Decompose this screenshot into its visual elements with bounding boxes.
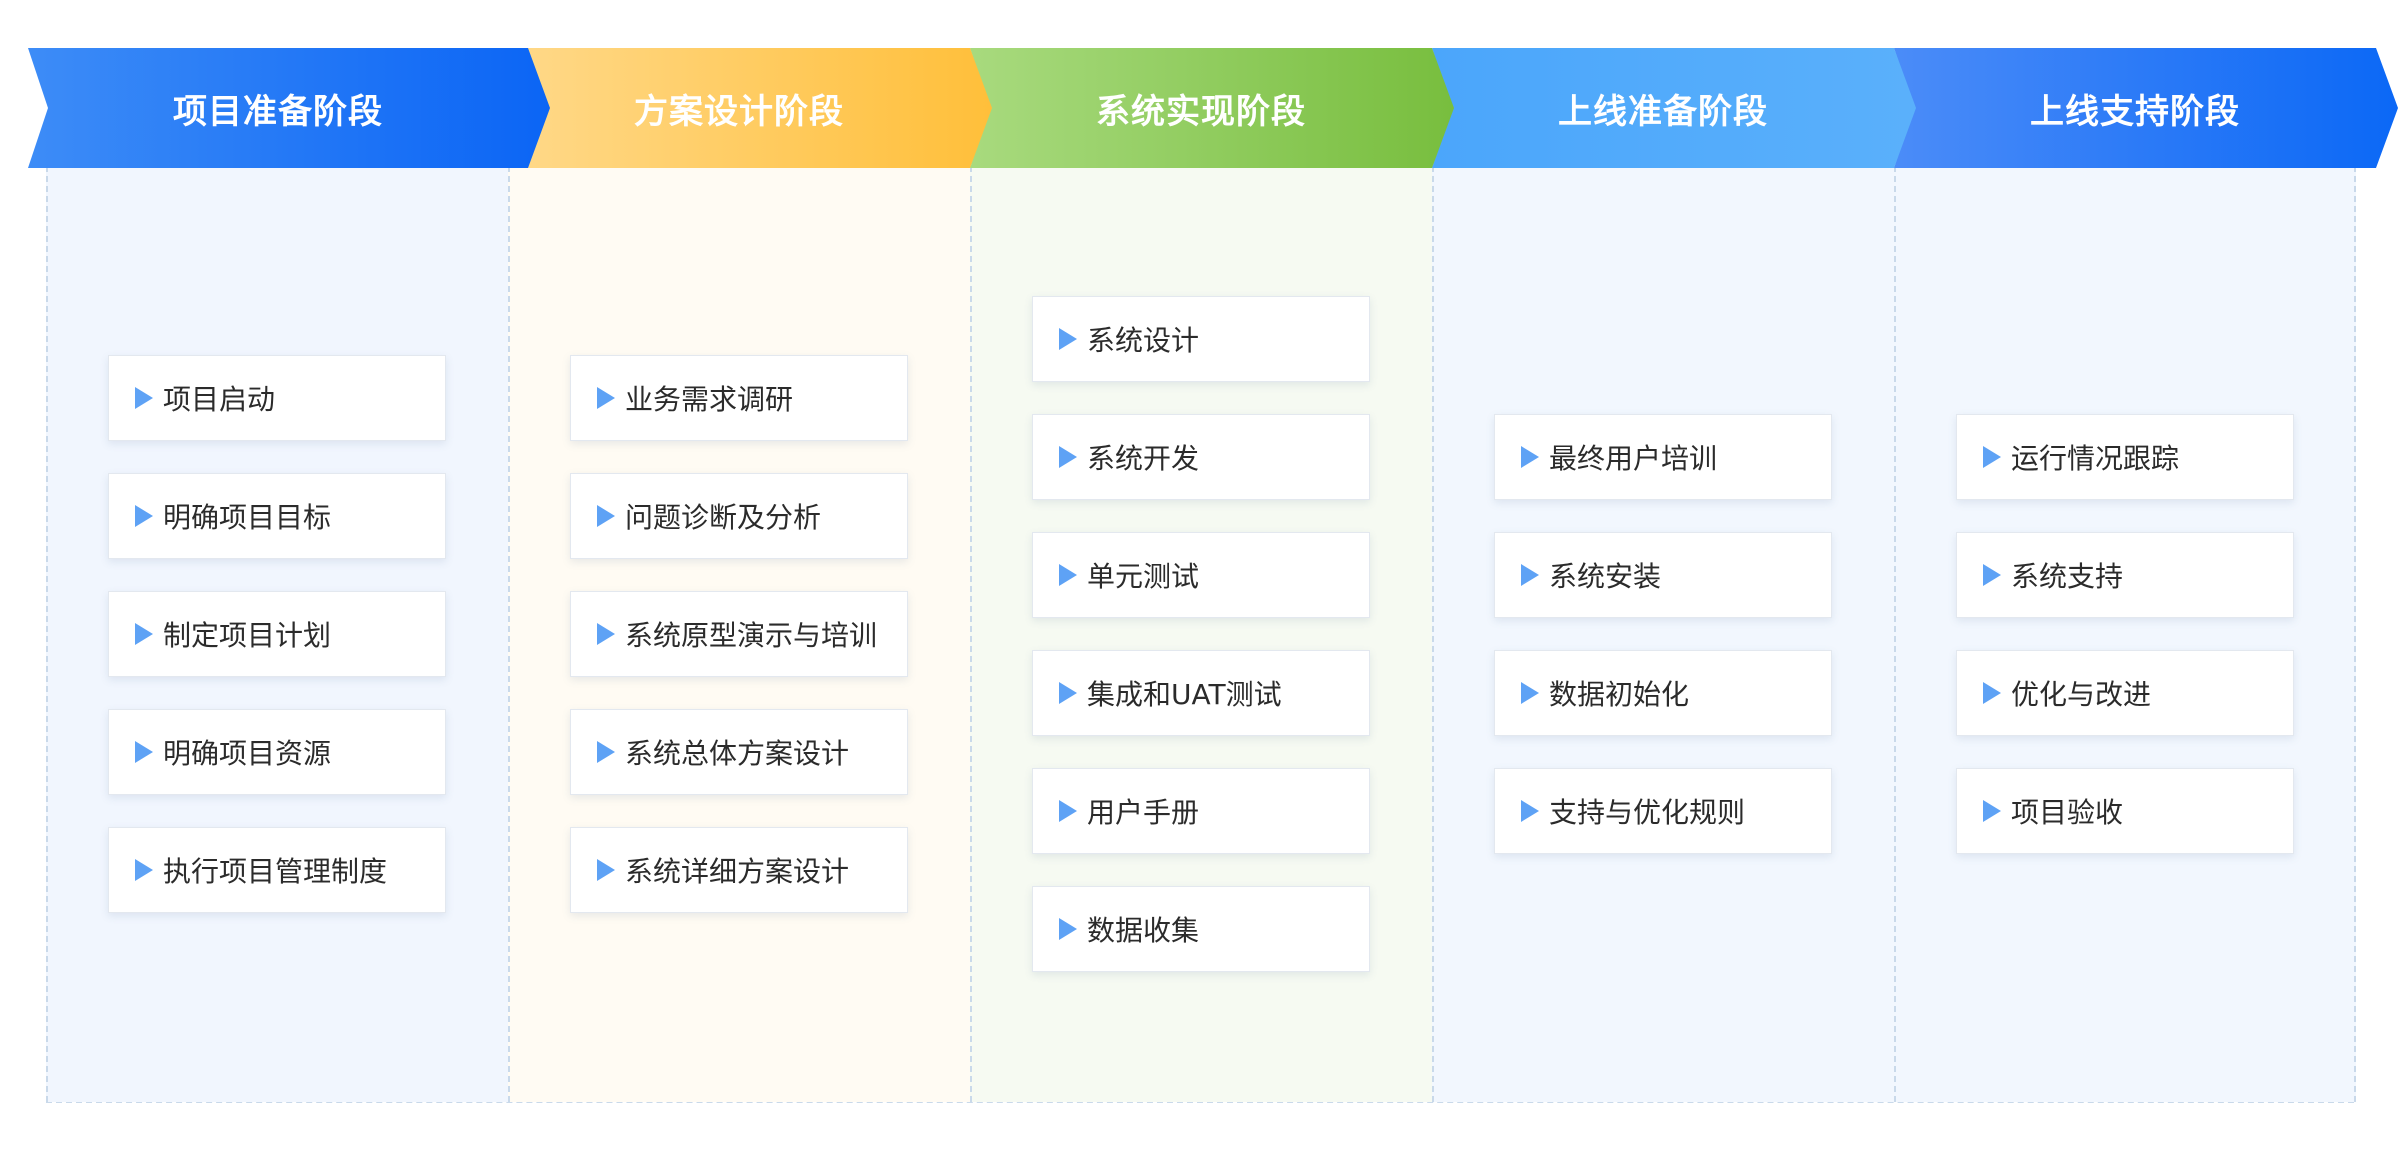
stage-item-label: 项目启动: [163, 383, 276, 416]
triangle-right-icon: [597, 387, 615, 409]
triangle-right-icon: [1983, 682, 2001, 704]
stage-item-label: 集成和UAT测试: [1087, 678, 1282, 711]
stage-item-label: 项目验收: [2011, 796, 2124, 829]
triangle-right-icon: [1059, 328, 1077, 350]
triangle-right-icon: [1521, 446, 1539, 468]
stage-item-label: 系统原型演示与培训: [625, 619, 878, 652]
stage-item-card: 执行项目管理制度: [108, 827, 446, 913]
stage-header: 项目准备阶段: [28, 48, 550, 168]
stage-item-card: 系统详细方案设计: [570, 827, 908, 913]
stage-item-card: 优化与改进: [1956, 650, 2294, 736]
stage-chevron-shape: [508, 48, 992, 168]
stage-item-card: 制定项目计划: [108, 591, 446, 677]
stage-title: 系统实现阶段: [1096, 91, 1306, 132]
stage-item-card: 系统原型演示与培训: [570, 591, 908, 677]
stage-item-label: 数据收集: [1087, 914, 1200, 947]
stage-column: [1432, 166, 1894, 1102]
stage-item-label: 优化与改进: [2011, 678, 2152, 711]
triangle-right-icon: [135, 859, 153, 881]
stage-item-card: 集成和UAT测试: [1032, 650, 1370, 736]
stage-item-card: 项目验收: [1956, 768, 2294, 854]
triangle-right-icon: [597, 505, 615, 527]
triangle-right-icon: [1521, 800, 1539, 822]
stage-item-card: 系统开发: [1032, 414, 1370, 500]
stage-item-label: 支持与优化规则: [1549, 796, 1746, 829]
triangle-right-icon: [135, 623, 153, 645]
stage-header: 上线准备阶段: [1432, 48, 1916, 168]
triangle-right-icon: [1521, 682, 1539, 704]
stage-title: 上线支持阶段: [2030, 91, 2240, 132]
stage-item-label: 系统开发: [1087, 442, 1200, 475]
stage-item-card: 业务需求调研: [570, 355, 908, 441]
stage-item-label: 制定项目计划: [163, 619, 332, 652]
stage-item-label: 数据初始化: [1549, 678, 1690, 711]
stage-item-label: 单元测试: [1087, 560, 1200, 593]
stage-item-card: 运行情况跟踪: [1956, 414, 2294, 500]
stage-header: 上线支持阶段: [1894, 48, 2398, 168]
stage-item-card: 系统设计: [1032, 296, 1370, 382]
stage-item-label: 系统安装: [1549, 560, 1662, 593]
triangle-right-icon: [1059, 800, 1077, 822]
triangle-right-icon: [597, 859, 615, 881]
triangle-right-icon: [1059, 682, 1077, 704]
stage-item-label: 用户手册: [1087, 796, 1200, 829]
stage-title: 方案设计阶段: [634, 91, 844, 132]
stage-item-label: 系统支持: [2011, 560, 2124, 593]
triangle-right-icon: [1983, 564, 2001, 586]
stage-item-card: 数据收集: [1032, 886, 1370, 972]
stage-item-card: 项目启动: [108, 355, 446, 441]
stage-item-label: 明确项目目标: [163, 501, 332, 534]
stage-item-card: 问题诊断及分析: [570, 473, 908, 559]
stage-item-card: 明确项目目标: [108, 473, 446, 559]
stage-item-card: 系统总体方案设计: [570, 709, 908, 795]
triangle-right-icon: [1983, 446, 2001, 468]
stage-item-label: 最终用户培训: [1549, 442, 1718, 475]
stage-chevron-shape: [28, 48, 550, 168]
stage-item-label: 运行情况跟踪: [2011, 442, 2180, 475]
triangle-right-icon: [1059, 564, 1077, 586]
stage-item-card: 最终用户培训: [1494, 414, 1832, 500]
stage-item-card: 用户手册: [1032, 768, 1370, 854]
stage-header: 方案设计阶段: [508, 48, 992, 168]
triangle-right-icon: [597, 741, 615, 763]
stage-column: [1894, 166, 2356, 1102]
stage-item-label: 业务需求调研: [625, 383, 794, 416]
stage-chevron-shape: [1894, 48, 2398, 168]
stage-title: 上线准备阶段: [1558, 91, 1768, 132]
triangle-right-icon: [135, 741, 153, 763]
stage-item-card: 单元测试: [1032, 532, 1370, 618]
stage-item-card: 支持与优化规则: [1494, 768, 1832, 854]
triangle-right-icon: [135, 505, 153, 527]
stage-item-label: 问题诊断及分析: [625, 501, 822, 534]
stage-title: 项目准备阶段: [173, 91, 383, 132]
stage-item-label: 系统设计: [1087, 324, 1200, 357]
stage-item-label: 执行项目管理制度: [163, 855, 388, 888]
triangle-right-icon: [1059, 918, 1077, 940]
triangle-right-icon: [1521, 564, 1539, 586]
stage-chevron-shape: [1432, 48, 1916, 168]
triangle-right-icon: [135, 387, 153, 409]
stage-item-label: 系统详细方案设计: [625, 855, 850, 888]
triangle-right-icon: [1983, 800, 2001, 822]
stage-chevron-shape: [970, 48, 1454, 168]
triangle-right-icon: [597, 623, 615, 645]
stage-item-card: 明确项目资源: [108, 709, 446, 795]
stage-header: 系统实现阶段: [970, 48, 1454, 168]
triangle-right-icon: [1059, 446, 1077, 468]
stage-item-label: 明确项目资源: [163, 737, 332, 770]
stage-item-card: 系统支持: [1956, 532, 2294, 618]
stage-item-card: 系统安装: [1494, 532, 1832, 618]
stage-item-card: 数据初始化: [1494, 650, 1832, 736]
stage-item-label: 系统总体方案设计: [625, 737, 850, 770]
board-bottom-border: [46, 1101, 2354, 1103]
